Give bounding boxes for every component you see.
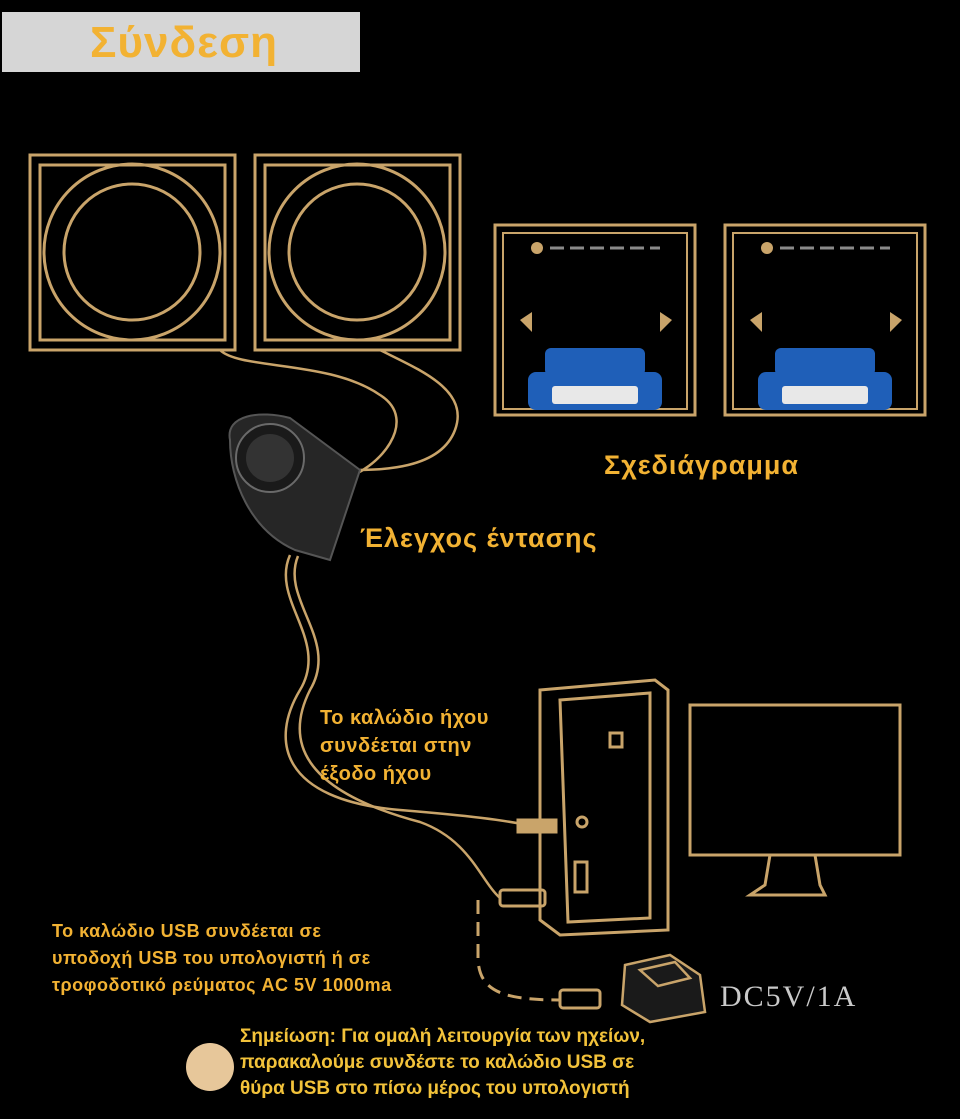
speaker-front-left <box>28 153 237 352</box>
note-line-2: παρακαλούμε συνδέστε το καλώδιο USB σε <box>240 1052 635 1073</box>
audio-cable-line-1: Το καλώδιο ήχου <box>320 707 489 729</box>
usb-cable-line-3: τροφοδοτικό ρεύματος AC 5V 1000ma <box>52 975 392 995</box>
audio-cable-line-3: έξοδο ήχου <box>320 763 432 785</box>
audio-cable-label: Το καλώδιο ήχου συνδέεται στην έξοδο ήχο… <box>320 704 560 788</box>
usb-cable-line-1: Το καλώδιο USB συνδέεται σε <box>52 921 322 941</box>
diagram-label: Σχεδιάγραμμα <box>604 450 799 480</box>
monitor <box>688 703 902 897</box>
audio-cable <box>284 554 541 899</box>
usb-cable <box>476 900 602 1010</box>
usb-cable-line-2: υποδοχή USB του υπολογιστή ή σε <box>52 948 371 968</box>
usb-cable-label: Το καλώδιο USB συνδέεται σε υποδοχή USB … <box>52 918 512 999</box>
speaker-side-left <box>493 223 697 417</box>
power-adapter <box>620 953 707 1024</box>
note-line-3: θύρα USB στο πίσω μέρος του υπολογιστή <box>240 1078 630 1099</box>
note-line-1: Σημείωση: Για ομαλή λειτουργία των ηχείω… <box>240 1026 646 1047</box>
volume-control <box>228 413 362 562</box>
speaker-front-right <box>253 153 462 352</box>
volume-control-label: Έλεγχος έντασης <box>360 523 598 553</box>
audio-cable-line-2: συνδέεται στην <box>320 735 472 757</box>
title-banner: Σύνδεση <box>2 12 360 72</box>
note-bullet <box>186 1043 234 1091</box>
speaker-cables <box>219 348 459 482</box>
computer-tower <box>498 678 670 937</box>
note-text: Σημείωση: Για ομαλή λειτουργία των ηχείω… <box>240 1024 760 1102</box>
speaker-side-right <box>723 223 927 417</box>
page-title: Σύνδεση <box>90 18 279 67</box>
power-rating-label: DC5V/1A <box>720 980 858 1013</box>
